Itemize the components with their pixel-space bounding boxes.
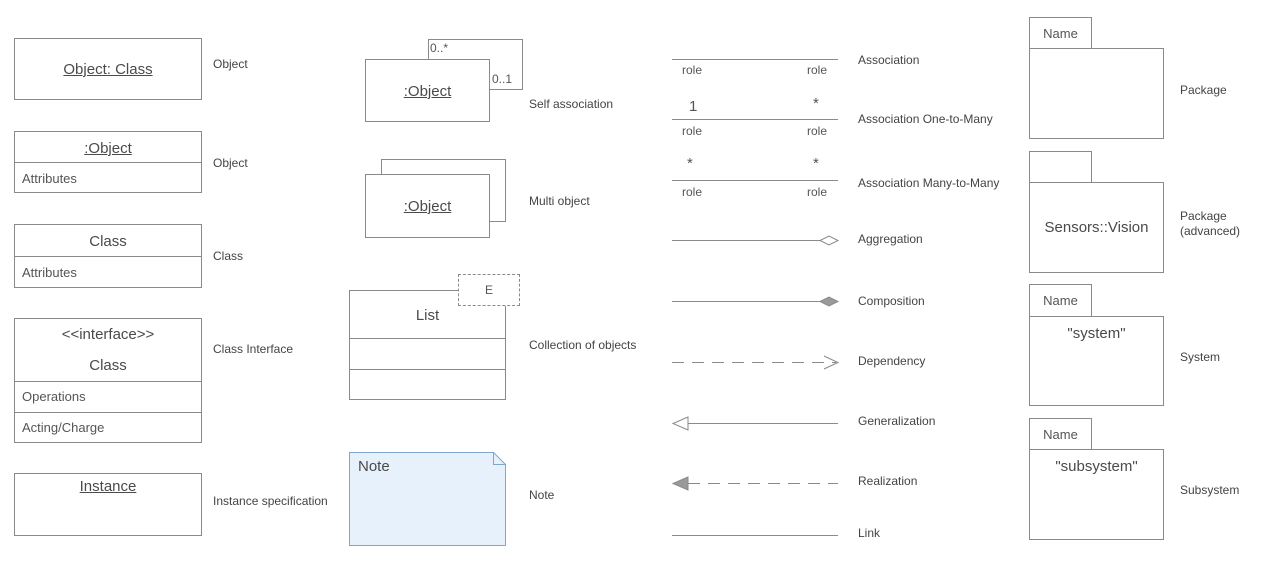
package-adv-tab [1029,151,1092,183]
subsystem-label: Subsystem [1180,483,1240,497]
object-attributes-text: Attributes [22,171,77,186]
class-shape[interactable]: Class Attributes [14,224,202,288]
self-association-object[interactable]: :Object [365,59,490,122]
dependency-arrow [823,355,840,370]
subsystem-tab: Name [1029,418,1092,450]
object-attributes-title: :Object [84,140,132,157]
note-title: Note [358,458,390,475]
interface-acting-compartment: Acting/Charge [15,412,201,443]
realization-arrow [671,476,689,491]
realization-label: Realization [858,474,918,488]
instance-title: Instance [79,478,137,495]
subsystem-tab-text: Name [1043,427,1078,442]
one-to-many-mult-left: 1 [689,98,698,115]
interface-stereotype: <<interface>> [61,326,155,343]
collection-param-text: E [484,283,493,297]
collection-shape[interactable]: List [349,290,506,400]
object-class-shape[interactable]: Object: Class [14,38,202,100]
package-adv-label-line2: (advanced) [1180,224,1241,238]
one-to-many-mult-right: * [813,95,819,112]
class-title: Class [89,233,127,250]
many-to-many-role-right: role [807,185,828,199]
association-role-right: role [807,63,828,77]
class-interface-label: Class Interface [213,342,294,356]
self-association-label: Self association [529,97,614,111]
collection-compartment-2 [350,369,505,400]
one-to-many-label: Association One-to-Many [858,112,993,126]
interface-operations-text: Operations [22,389,86,404]
many-to-many-label: Association Many-to-Many [858,176,1000,190]
interface-acting-text: Acting/Charge [22,420,105,435]
note-label: Note [529,488,555,502]
one-to-many-role-left: role [682,124,703,138]
object-attributes-label: Object [213,156,248,170]
package-body[interactable] [1029,48,1164,139]
many-to-many-mult-left: * [687,155,693,172]
collection-compartment-1 [350,338,505,369]
package-tab: Name [1029,17,1092,49]
package-adv-label-line1: Package [1180,209,1227,223]
object-class-label: Object [213,57,248,71]
self-association-mult-top: 0..* [430,41,449,55]
class-label: Class [213,249,244,263]
association-role-left: role [682,63,703,77]
package-label: Package [1180,83,1227,97]
one-to-many-role-right: role [807,124,828,138]
class-attributes-text: Attributes [22,265,77,280]
aggregation-label: Aggregation [858,232,923,246]
class-attributes-compartment: Attributes [15,256,201,288]
multi-object-title: :Object [403,198,452,215]
self-association-mult-right: 0..1 [492,72,513,86]
many-to-many-mult-right: * [813,155,819,172]
interface-title: Class [89,357,127,374]
interface-operations-compartment: Operations [15,381,201,412]
instance-label: Instance specification [213,494,328,508]
many-to-many-role-left: role [682,185,703,199]
aggregation-diamond [818,235,840,246]
multi-object-label: Multi object [529,194,590,208]
subsystem-text: "subsystem" [1055,458,1138,475]
composition-diamond [818,296,840,307]
object-class-title: Object: Class [63,61,153,78]
package-adv-text: Sensors::Vision [1044,219,1149,236]
collection-label: Collection of objects [529,338,637,352]
system-body[interactable]: "system" [1029,316,1164,406]
link-label: Link [858,526,881,540]
system-tab-text: Name [1043,293,1078,308]
system-label: System [1180,350,1221,364]
subsystem-body[interactable]: "subsystem" [1029,449,1164,540]
instance-shape[interactable]: Instance [14,473,202,536]
composition-label: Composition [858,294,925,308]
association-label: Association [858,53,920,67]
collection-title: List [415,307,440,324]
system-tab: Name [1029,284,1092,317]
package-adv-body[interactable]: Sensors::Vision [1029,182,1164,273]
multi-object-front[interactable]: :Object [365,174,490,238]
object-attributes-shape[interactable]: :Object Attributes [14,131,202,193]
generalization-label: Generalization [858,414,936,428]
system-text: "system" [1067,325,1126,342]
collection-template-param: E [458,274,520,306]
package-tab-text: Name [1043,26,1078,41]
class-interface-shape[interactable]: <<interface>> Class Operations Acting/Ch… [14,318,202,443]
generalization-arrow [671,416,689,431]
dependency-label: Dependency [858,354,926,368]
object-attributes-compartment: Attributes [15,162,201,193]
self-association-title: :Object [403,83,452,100]
